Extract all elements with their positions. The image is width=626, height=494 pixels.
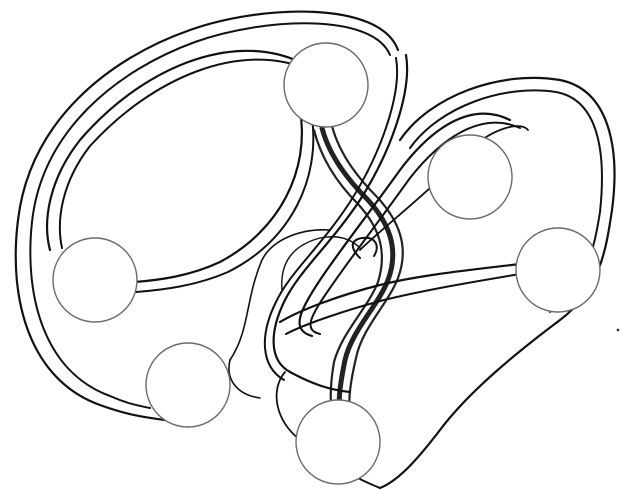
- node-top: [284, 43, 368, 127]
- node-right-upper: [428, 135, 512, 219]
- node-bottom-left: [146, 343, 230, 427]
- node-right: [516, 228, 600, 312]
- ink-speck: [617, 329, 620, 332]
- node-bottom: [296, 400, 380, 484]
- node-left: [53, 238, 137, 322]
- graph-nodes: [53, 43, 600, 484]
